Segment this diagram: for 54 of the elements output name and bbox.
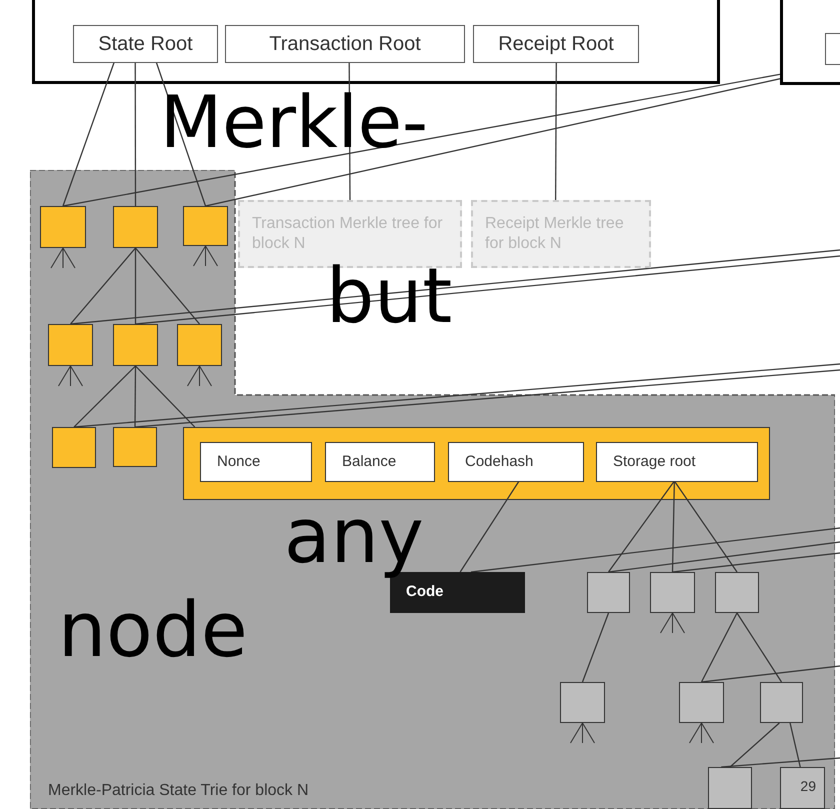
connector-line [134, 60, 136, 206]
connector-line [134, 366, 136, 427]
storage-node-square [708, 767, 752, 809]
trie-node-square [52, 427, 96, 468]
connector-line [736, 612, 782, 682]
storage-node-square: 29 [780, 767, 825, 809]
storage-node-square [715, 572, 759, 613]
trie-node-square [183, 206, 228, 246]
connector-line [672, 480, 675, 572]
connector-line [70, 248, 136, 324]
connector-line [134, 369, 840, 428]
account-field: Nonce [200, 442, 312, 482]
storage-node-square [760, 682, 803, 723]
connector-line [721, 757, 840, 768]
connector-line [135, 366, 196, 428]
header-field: Transaction Root [225, 25, 465, 63]
connector-line [555, 60, 557, 200]
connector-line [790, 722, 801, 768]
header-field: State Root [73, 25, 218, 63]
storage-node-square [679, 682, 724, 723]
connector-line [608, 541, 840, 573]
connector-line [730, 722, 780, 768]
connector-line [674, 480, 738, 572]
trie-node-square [177, 324, 222, 366]
connector-line [701, 665, 840, 683]
overlay-word: node [58, 592, 248, 668]
account-box [183, 427, 770, 500]
connector-line [135, 248, 200, 324]
trie-node-square [113, 427, 157, 467]
storage-node-square [650, 572, 695, 613]
connector-line [582, 612, 610, 682]
connector-line [700, 612, 738, 682]
trie-node-square [48, 324, 93, 366]
dashed-tree-card [471, 200, 651, 268]
connector-line [608, 480, 675, 572]
block-header-box [32, 0, 720, 84]
account-field: Storage root [596, 442, 758, 482]
code-box: Code [390, 572, 525, 613]
region-caption: Merkle-Patricia State Trie for block N [48, 781, 309, 801]
storage-node-square [587, 572, 630, 613]
account-field: Codehash [448, 442, 584, 482]
connector-line [672, 552, 840, 573]
header-field: Receipt Root [473, 25, 639, 63]
block-header-box [780, 0, 840, 85]
trie-node-square [40, 206, 86, 248]
connector-line [134, 248, 136, 324]
trie-node-square [113, 206, 158, 248]
storage-node-square [560, 682, 605, 723]
connector-line [74, 363, 840, 428]
connector-line [470, 527, 840, 573]
account-field: Balance [325, 442, 435, 482]
trie-node-square [113, 324, 158, 366]
connector-line [460, 480, 520, 572]
connector-line [74, 366, 136, 428]
